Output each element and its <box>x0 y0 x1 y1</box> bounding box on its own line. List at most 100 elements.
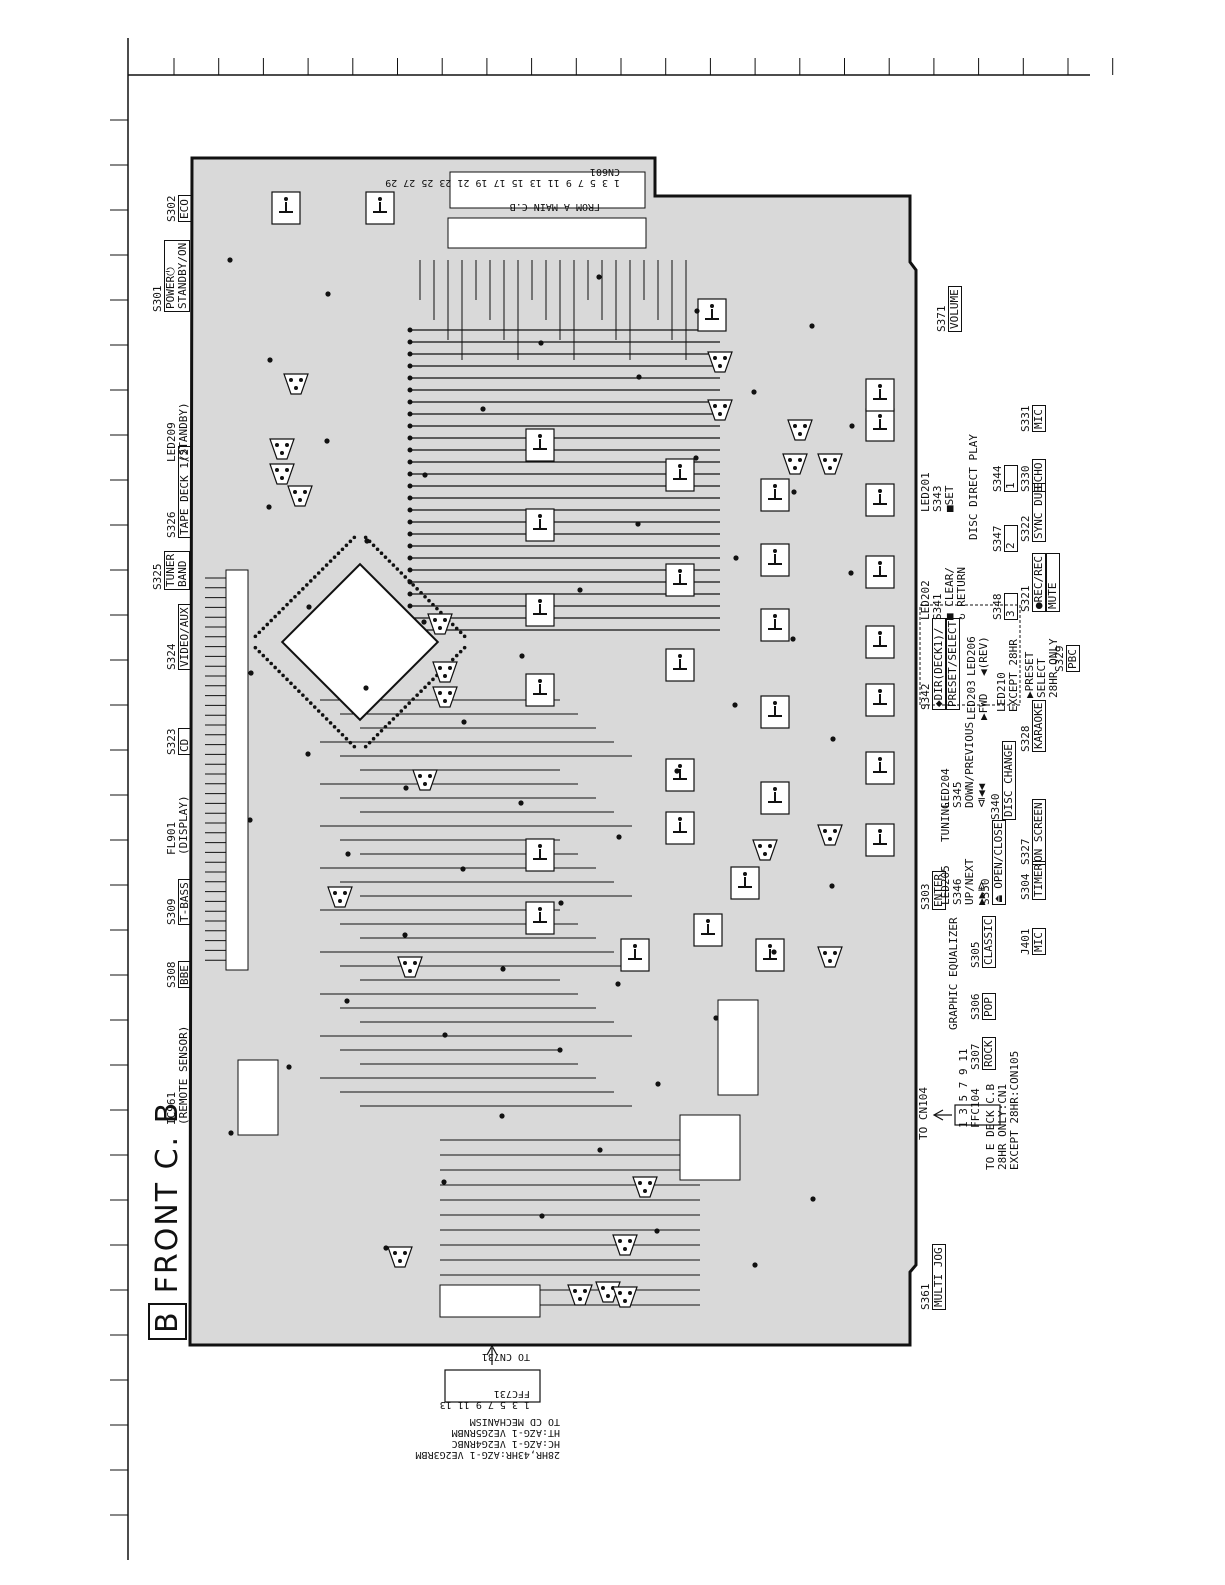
label-line: EXCEPT 28HR <box>1007 639 1020 712</box>
label-line: ↻ RETURN <box>955 567 968 620</box>
label-led203: LED203▶FWD <box>965 680 990 721</box>
label-s301: S301 POWER⏻STANDBY/ON <box>151 239 190 312</box>
label-line: S348 <box>991 593 1004 621</box>
label-line: CLASSIC <box>982 915 996 968</box>
label-line: POP <box>982 993 996 1020</box>
label-line: GRAPHIC EQUALIZER <box>947 917 960 1030</box>
label-line: S361 <box>919 1283 932 1311</box>
s361-body <box>679 1114 741 1181</box>
component-pads <box>227 257 855 1308</box>
label-line: DISC DIRECT PLAY <box>967 434 980 540</box>
label-s350: S350⏏ OPEN/CLOSE <box>979 819 1006 906</box>
label-line: ▶FWD <box>977 693 990 721</box>
label-line: MUTE <box>1046 553 1060 612</box>
label-to-cn104: TO CN104 <box>917 1087 930 1140</box>
label-line: MIC <box>1032 405 1046 432</box>
label-line: ENTER <box>932 870 946 910</box>
page-title: B FRONT C. B <box>148 1100 187 1340</box>
label-line: ON SCREEN <box>1032 799 1046 865</box>
ffc104-tab <box>954 1104 1001 1126</box>
label-s342: S342◆DIR(DECK1)/PRESET/SELECT <box>919 617 960 711</box>
switch-footprints <box>271 191 895 972</box>
label-line: EXCEPT 28HR:CON105 <box>1008 1050 1021 1170</box>
label-line: KARAOKE <box>1032 699 1046 752</box>
from-main-label: FROM A MAIN C.B <box>509 201 600 212</box>
label-line: MIC <box>1032 928 1046 955</box>
ic961-body <box>237 1059 279 1136</box>
cn731-header <box>439 1284 541 1318</box>
to-cn731-label: TO CN731 <box>481 1351 530 1362</box>
label-line: S340 <box>989 793 1002 821</box>
board-outline <box>188 156 918 1347</box>
label-line: 1 <box>1004 465 1018 492</box>
ffc731-tab <box>444 1369 541 1403</box>
cn720-header <box>447 217 647 249</box>
label-line: S344 <box>991 465 1004 493</box>
label-fl901: FL901(DISPLAY) <box>165 795 190 855</box>
label-line: S329 <box>1053 645 1066 673</box>
label-line: ◆DIR(DECK1)/ <box>932 617 946 710</box>
label-line: S371 <box>935 305 948 333</box>
label-line: S321 <box>1019 585 1032 613</box>
label-ic961: IC961(REMOTE SENSOR) <box>165 1025 190 1125</box>
title-letter: B <box>148 1303 187 1340</box>
label-geq: GRAPHIC EQUALIZER <box>947 917 960 1030</box>
label-line: SYNC DUB <box>1032 483 1046 542</box>
title-name: FRONT C. B <box>150 1100 185 1294</box>
s342-group <box>919 604 1021 706</box>
label-line: ◀(REV) <box>977 636 990 676</box>
cd-mechanism-label: 28HR,43HR:AZG-1 VE2G3RBM HC:AZG-1 VE2G4R… <box>415 1416 561 1460</box>
label-line: S328 <box>1019 725 1032 753</box>
label-line: TO CN104 <box>917 1087 930 1140</box>
label-line: S350 <box>979 878 992 906</box>
label-line: TIMER <box>1032 860 1046 900</box>
label-line: S305 <box>969 941 982 969</box>
label-line: S342 <box>919 683 932 711</box>
label-line: ●REC/REC <box>1032 553 1046 612</box>
label-disc-direct: DISC DIRECT PLAY <box>967 434 980 540</box>
label-line: S327 <box>1019 838 1032 866</box>
label-line: PRESET/SELECT <box>946 617 960 710</box>
label-line: ⧏◀◀ <box>975 783 988 808</box>
label-line: 2 <box>1004 525 1018 552</box>
fl901-row <box>225 569 249 971</box>
label-line: DISC CHANGE <box>1002 741 1016 820</box>
label-line: S347 <box>991 525 1004 553</box>
label-line: PBC <box>1066 645 1080 672</box>
label-line: S304 <box>1019 873 1032 901</box>
cn104-header <box>717 999 759 1096</box>
label-line: S303 <box>919 883 932 911</box>
label-led206: LED206◀(REV) <box>965 636 990 676</box>
